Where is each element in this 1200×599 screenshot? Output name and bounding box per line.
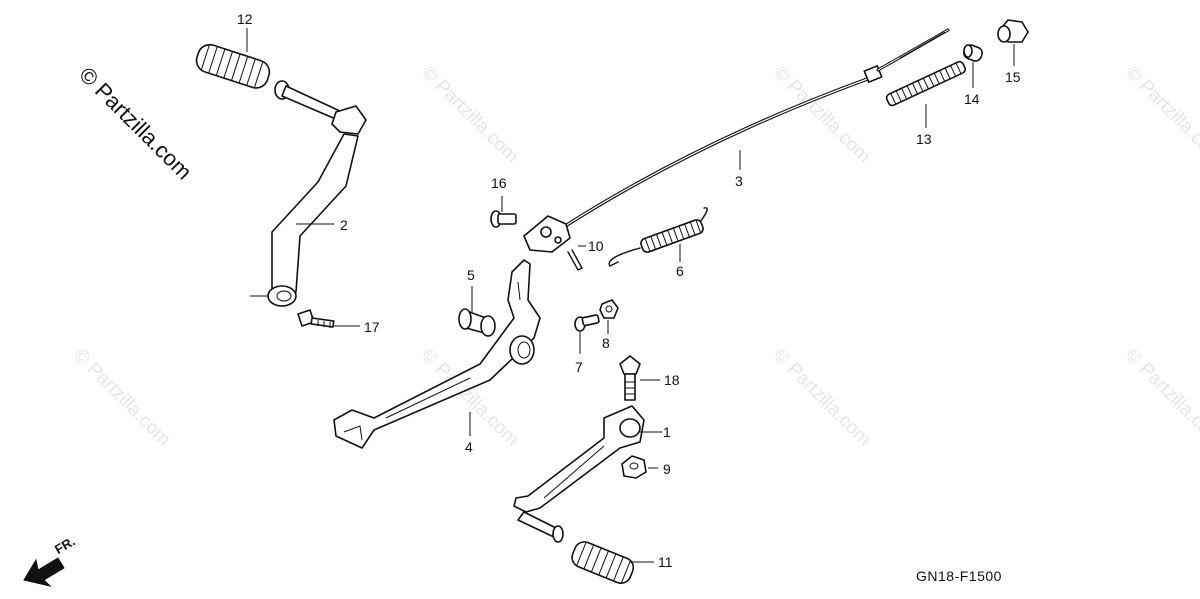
- callout-16[interactable]: 16: [491, 175, 507, 191]
- part-5-collar[interactable]: [458, 308, 496, 337]
- callout-18[interactable]: 18: [664, 372, 680, 388]
- callout-5[interactable]: 5: [467, 267, 475, 283]
- part-9-nut[interactable]: [621, 455, 647, 479]
- diagram-code: GN18-F1500: [916, 568, 1002, 584]
- callout-13[interactable]: 13: [916, 131, 932, 147]
- callout-4[interactable]: 4: [465, 439, 473, 455]
- callout-10[interactable]: 10: [588, 238, 604, 254]
- callout-9[interactable]: 9: [663, 461, 671, 477]
- callout-14[interactable]: 14: [964, 91, 980, 107]
- part-12-kick-rubber[interactable]: [193, 42, 343, 121]
- callout-6[interactable]: 6: [676, 263, 684, 279]
- part-13-rod-spring[interactable]: [885, 60, 966, 107]
- callout-17[interactable]: 17: [364, 319, 380, 335]
- callout-3[interactable]: 3: [735, 173, 743, 189]
- part-1-arm[interactable]: [513, 405, 645, 543]
- part-4-brake-pedal[interactable]: [333, 259, 541, 449]
- part-10-cotter-pin[interactable]: [567, 249, 583, 271]
- callout-7[interactable]: 7: [575, 359, 583, 375]
- part-16-pin[interactable]: [490, 210, 517, 228]
- callout-1[interactable]: 1: [663, 424, 671, 440]
- part-6-return-spring[interactable]: [608, 207, 708, 267]
- part-3-brake-rod[interactable]: [560, 28, 950, 230]
- leader-lines: [246, 28, 1015, 563]
- part-15-adjusting-nut[interactable]: [997, 19, 1029, 43]
- callout-12[interactable]: 12: [237, 11, 253, 27]
- brake-rod-joint[interactable]: [523, 215, 571, 253]
- front-arrow-icon: [23, 557, 65, 587]
- callout-15[interactable]: 15: [1005, 69, 1021, 85]
- part-17-bolt[interactable]: [297, 309, 335, 328]
- part-7-bolt[interactable]: [574, 314, 600, 332]
- part-2-kick-arm[interactable]: [250, 105, 367, 307]
- callout-2[interactable]: 2: [340, 217, 348, 233]
- callout-8[interactable]: 8: [602, 335, 610, 351]
- part-18-bolt[interactable]: [619, 355, 641, 401]
- callout-11[interactable]: 11: [658, 554, 673, 570]
- part-11-pedal-rubber[interactable]: [569, 539, 636, 586]
- part-14-joint-pin[interactable]: [962, 43, 984, 62]
- part-8-nut[interactable]: [599, 299, 619, 319]
